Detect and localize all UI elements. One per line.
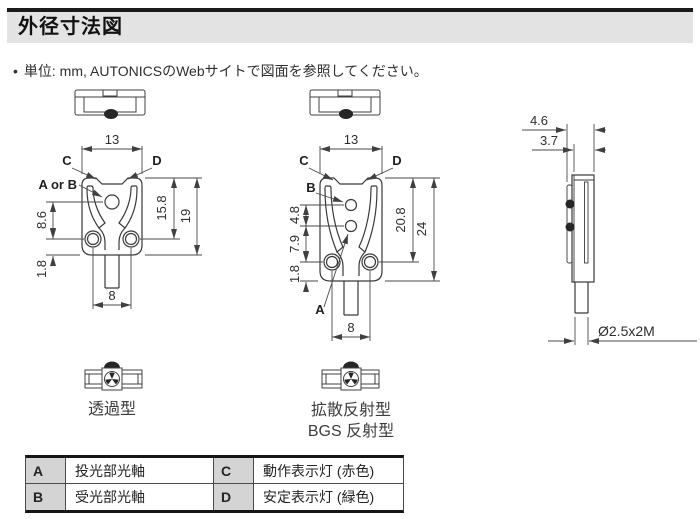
legend-key-c: C — [214, 458, 254, 484]
optical-axis-hole — [104, 194, 120, 210]
dim-depth-total-label: 4.6 — [530, 113, 548, 128]
led-bump — [343, 361, 359, 368]
callout-b: B — [306, 180, 315, 195]
side-groove — [584, 181, 589, 264]
dim-depth-body-label: 3.7 — [540, 133, 558, 148]
legend-desc-c: 動作表示灯 (赤色) — [254, 458, 403, 484]
through-beam-dimensions: 13 C D A or B 8.6 1.8 15.8 19 8 — [34, 132, 202, 309]
section-top-rule — [7, 8, 693, 12]
dim-width-label: 13 — [105, 132, 119, 147]
dim-width-label: 13 — [344, 132, 358, 147]
through-beam-bottom-view — [84, 361, 143, 391]
cable — [104, 255, 120, 289]
through-beam-front-view — [81, 177, 143, 289]
side-view — [565, 174, 595, 314]
dim-height-label: 24 — [414, 222, 429, 236]
dim-axis-to-hole-label: 7.9 — [287, 235, 302, 253]
reflective-top-view — [309, 89, 381, 119]
receiver-axis-hole — [344, 198, 358, 212]
section-title-bar: 外径寸法図 — [7, 12, 693, 43]
dim-hole-spacing-label: 8 — [347, 320, 354, 335]
page-title: 外径寸法図 — [18, 16, 123, 38]
legend-key-b: B — [26, 484, 66, 510]
left-lens-window — [86, 185, 106, 229]
side-body — [571, 174, 595, 283]
legend-table: A 投光部光軸 C 動作表示灯 (赤色) B 受光部光軸 D 安定表示灯 (緑色… — [25, 455, 404, 513]
cable-bump — [339, 109, 353, 119]
unit-note-text: 単位: mm, AUTONICSのWebサイトで図面を参照してください。 — [23, 63, 428, 79]
legend-key-a: A — [26, 458, 66, 484]
left-lens-window — [324, 185, 344, 253]
callout-d: D — [392, 153, 401, 168]
reflective-front-view — [319, 177, 383, 316]
dim-hole-spacing-label: 8 — [108, 288, 115, 303]
dim-height-label: 19 — [178, 209, 193, 223]
mounting-hole-right — [122, 230, 140, 248]
cable — [574, 282, 589, 314]
callout-c: C — [299, 153, 309, 168]
cable — [343, 281, 359, 316]
right-lens-window — [118, 185, 138, 229]
indicator-led-upper — [565, 199, 575, 209]
unit-note: • 単位: mm, AUTONICSのWebサイトで図面を参照してください。 — [13, 61, 428, 81]
side-view-dimensions: 4.6 3.7 Ø2.5x2M — [522, 113, 697, 345]
dim-axis-gap-label: 4.8 — [287, 206, 302, 224]
body-outline — [319, 177, 383, 282]
dim-inner-height-label: 20.8 — [393, 207, 408, 232]
emitter-axis-hole — [344, 219, 358, 233]
through-beam-caption: 透過型 — [88, 400, 136, 418]
mounting-hole-right — [361, 253, 379, 271]
callout-a-or-b: A or B — [38, 177, 77, 192]
legend-desc-a: 投光部光軸 — [66, 458, 214, 484]
screw-pattern-icon — [344, 372, 358, 385]
callout-a: A — [315, 302, 325, 317]
mounting-hole-left — [323, 253, 341, 271]
led-bump — [104, 361, 120, 368]
legend-desc-d: 安定表示灯 (緑色) — [254, 484, 403, 510]
reflective-dimensions: 13 C D B A 4.8 7.9 1.8 20.8 24 8 — [287, 132, 440, 341]
bullet-icon: • — [13, 63, 18, 79]
dim-axis-to-hole-label: 8.6 — [34, 211, 49, 229]
reflective-caption-line2: BGS 反射型 — [308, 422, 394, 440]
dim-hole-to-bottom-label: 1.8 — [34, 260, 49, 278]
screw-pattern-icon — [105, 372, 119, 385]
through-beam-top-view — [74, 89, 146, 119]
cable-spec-label: Ø2.5x2M — [598, 323, 655, 339]
dimension-drawing: 13 C D A or B 8.6 1.8 15.8 19 8 — [34, 89, 697, 440]
mounting-hole-left — [84, 230, 102, 248]
callout-d: D — [152, 153, 161, 168]
reflective-bottom-view — [321, 361, 380, 391]
dim-inner-height-label: 15.8 — [154, 195, 169, 220]
dim-hole-to-bottom-label: 1.8 — [287, 265, 302, 283]
legend-desc-b: 受光部光軸 — [66, 484, 214, 510]
right-lens-window — [358, 185, 378, 253]
indicator-led-lower — [565, 222, 575, 232]
callout-c: C — [62, 153, 72, 168]
cable-bump — [104, 109, 118, 119]
body-outline — [81, 177, 143, 256]
legend-key-d: D — [214, 484, 254, 510]
reflective-caption-line1: 拡散反射型 — [311, 401, 391, 419]
